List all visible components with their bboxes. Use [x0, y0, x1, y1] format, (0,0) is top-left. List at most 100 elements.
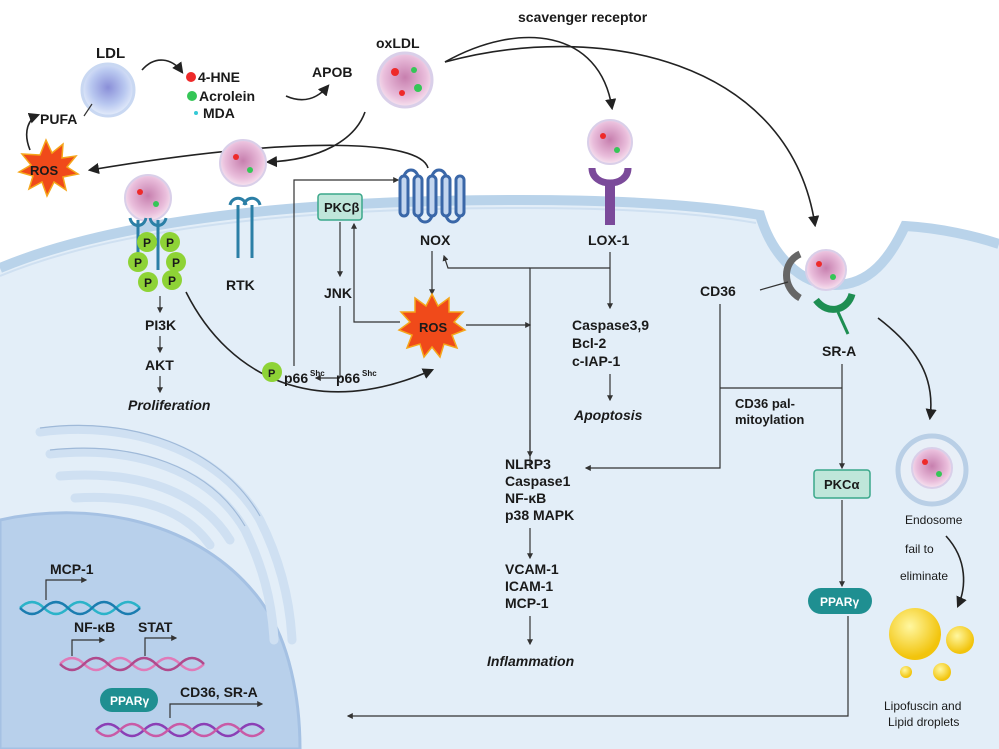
- apoptosis-gene-0: Caspase3,9: [572, 317, 649, 333]
- ppar-right-pill: [808, 588, 872, 614]
- oxldl-particle: [376, 51, 434, 109]
- pkca-box: [813, 469, 871, 499]
- lipofuscin-line2: Lipid droplets: [888, 715, 959, 729]
- sra-stem: [836, 311, 850, 335]
- phospho-label-5: P: [144, 276, 152, 290]
- sra-receptor: [813, 292, 856, 313]
- oxldl-to-membrane-arrow: [265, 111, 366, 168]
- pkca-label: PKCα: [824, 477, 859, 492]
- stat-label: STAT: [138, 619, 173, 635]
- cd36-label: CD36: [700, 283, 736, 299]
- cd36-palm-line2: mitoylation: [735, 412, 804, 427]
- plasma-membrane: [0, 194, 999, 291]
- aldehydes-to-apob-arrow: [285, 84, 330, 101]
- cd36-sra-gene-label: CD36, SR-A: [180, 684, 258, 700]
- nfkb-tss-arrow: [71, 637, 106, 656]
- lox1-oxldl-particle: [587, 119, 633, 165]
- jnk-label: JNK: [324, 285, 352, 301]
- fail-line2: eliminate: [900, 569, 948, 583]
- mda-dot: [194, 111, 198, 115]
- lox1-receptor-head: [588, 167, 632, 187]
- phospho-label-4: P: [172, 256, 180, 270]
- phospho-label-6: P: [168, 274, 176, 288]
- oxldl-label: oxLDL: [376, 35, 420, 51]
- p66-phospho-shc-label: Shc: [310, 369, 325, 378]
- mda-label: MDA: [203, 105, 235, 121]
- ldl-to-aldehydes-arrow: [141, 59, 184, 74]
- cd36-receptor: [783, 250, 803, 302]
- ros-left-label: ROS: [30, 163, 59, 178]
- cd36-oxldl-particle: [805, 249, 847, 291]
- cd36-to-inflammasome-arrow: [584, 304, 721, 471]
- phospho-label-1: P: [143, 236, 151, 250]
- inflammation-label: Inflammation: [487, 653, 574, 669]
- mcp1-label: MCP-1: [50, 561, 94, 577]
- phospho-label-3: P: [134, 256, 142, 270]
- ppar-to-nucleus-arrow: [346, 616, 849, 719]
- pkcb-box: [317, 193, 363, 221]
- ros-left-burst: [17, 138, 80, 198]
- nfkb-label: NF-κB: [74, 619, 115, 635]
- sra-label: SR-A: [822, 343, 856, 359]
- p66-to-nox-arrow: [293, 177, 400, 366]
- apob-label: APOB: [312, 64, 352, 80]
- hne-label: 4-HNE: [198, 69, 240, 85]
- inflam-gene-0: NLRP3: [505, 456, 551, 472]
- endosome-oxldl-particle: [911, 447, 953, 489]
- ppar-nucleus-pill: [100, 688, 158, 712]
- acrolein-label: Acrolein: [199, 88, 255, 104]
- p66-phospho-protein-label: p66: [284, 370, 308, 386]
- cd36-pointer: [759, 281, 789, 291]
- ppar-right-label: PPARγ: [820, 595, 859, 609]
- proliferation-label: Proliferation: [128, 397, 210, 413]
- hne-dot: [186, 72, 196, 82]
- fail-line1: fail to: [905, 542, 934, 556]
- rtk-receptor: [228, 196, 262, 258]
- cd36-palm-line1: CD36 pal-: [735, 396, 795, 411]
- lox1-to-nox-arrow: [442, 254, 530, 269]
- nucleus: [0, 511, 302, 749]
- dna-ppar: [95, 722, 265, 738]
- adhesion-2: MCP-1: [505, 595, 549, 611]
- nox-label: NOX: [420, 232, 451, 248]
- phospho-label-2: P: [166, 236, 174, 250]
- pi3k-label: PI3K: [145, 317, 176, 333]
- p66-shc-label: Shc: [362, 369, 377, 378]
- lox1-receptor-stem: [605, 185, 615, 225]
- adhesion-0: VCAM-1: [505, 561, 559, 577]
- dna-nfkb: [59, 656, 205, 672]
- ros-to-pkcb-arrow: [351, 222, 400, 323]
- ros-to-pufa-arrow: [25, 112, 41, 151]
- ros-center-burst: [397, 292, 467, 359]
- ppar-tss-arrow: [169, 701, 264, 718]
- lipofuscin-line1: Lipofuscin and: [884, 699, 961, 713]
- pufa-label: PUFA: [40, 111, 77, 127]
- apoptosis-gene-1: Bcl-2: [572, 335, 606, 351]
- nox-to-ros-left-arrow: [87, 144, 429, 175]
- pufa-pointer: [83, 103, 93, 117]
- akt-label: AKT: [145, 357, 174, 373]
- scavenger-to-lox1-arrow: [444, 36, 617, 111]
- dna-mcp1: [19, 600, 141, 616]
- nox-loops: [402, 168, 462, 224]
- apoptosis-label: Apoptosis: [573, 407, 643, 423]
- pkcb-label: PKCβ: [324, 200, 359, 215]
- acrolein-dot: [187, 91, 197, 101]
- phospho-cluster: [128, 232, 186, 292]
- inflam-gene-3: p38 MAPK: [505, 507, 574, 523]
- endosome-label: Endosome: [905, 513, 963, 527]
- receptor-oxldl-particle: [124, 174, 172, 222]
- p66-protein-label: p66: [336, 370, 360, 386]
- ppar-nucleus-label: PPARγ: [110, 694, 149, 708]
- golgi-outline: [39, 424, 261, 527]
- lipid-droplets: [889, 608, 974, 681]
- endosome-to-lipid-arrow: [945, 535, 967, 609]
- inflam-gene-2: NF-κB: [505, 490, 546, 506]
- lox1-label: LOX-1: [588, 232, 629, 248]
- golgi-stacks: [35, 425, 297, 645]
- ros-center-label: ROS: [419, 320, 448, 335]
- to-endosome-arrow: [877, 317, 937, 421]
- rtk-oxldl-particle: [219, 139, 267, 187]
- p-to-ros-arrow: [185, 291, 435, 393]
